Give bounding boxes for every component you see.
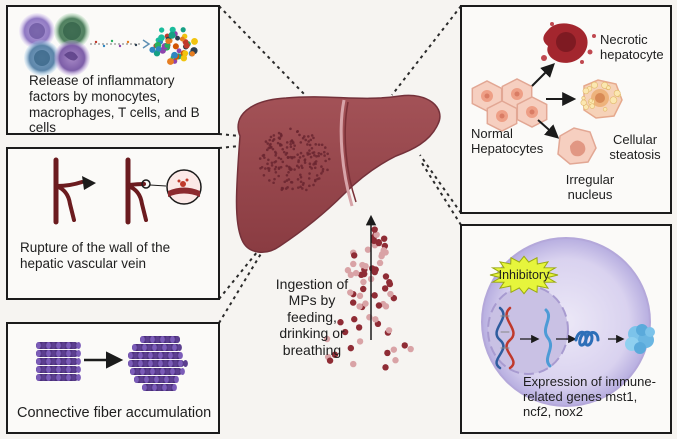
ingestion-label: Ingestion of MPs by feeding, drinking or…: [275, 276, 349, 358]
fiber-bundle-icon: [36, 342, 81, 381]
cytokines-icon: [149, 26, 198, 65]
panel-fiber: [6, 322, 220, 434]
dna-icon: [495, 306, 515, 370]
peptide-chain-icon: [574, 330, 600, 347]
fiber-label: Connective fiber accumulation: [17, 405, 212, 421]
connector-lines: [218, 5, 462, 324]
vein-intact-icon: [53, 157, 84, 225]
immune-cells-icon: [19, 13, 90, 76]
gene-expression-label: Expression of immune-related genes mst1,…: [523, 374, 656, 420]
irregular-arrow-icon: [537, 119, 560, 139]
zoom-line-icon: [149, 184, 167, 187]
rupture-label: Rupture of the wall of the hepatic vascu…: [20, 240, 171, 271]
normal-hepatocytes-label: Normal Hepatocytes: [471, 126, 544, 157]
protein-icon: [625, 324, 655, 354]
liver-icon: [235, 94, 441, 253]
necrotic-hepatocyte-label: Necrotic hepatocyte: [600, 32, 664, 63]
necrotic-hepatocyte-icon: [541, 22, 596, 64]
nucleus-icon: [487, 285, 569, 375]
normal-hepatocytes-icon: [471, 78, 548, 132]
steatosis-cell-icon: [580, 79, 623, 119]
vein-ruptured-icon: [125, 157, 148, 225]
microplastic-particles-icon: [323, 226, 414, 371]
fiber-accumulation-icon: [128, 336, 188, 391]
steatosis-label: Cellular steatosis: [609, 132, 661, 163]
arrow-head-icon: [82, 176, 96, 190]
inhibitory-badge: Inhibitory: [489, 255, 559, 295]
irregular-nucleus-label: Irregular nucleus: [565, 172, 615, 203]
irregular-nucleus-cell-icon: [557, 127, 597, 165]
inhibitory-badge-label: Inhibitory: [499, 268, 550, 282]
inflammation-label: Release of inflammatory factors by monoc…: [29, 73, 200, 136]
mrna-icon: [543, 308, 553, 368]
cytokine-stream-icon: [90, 39, 151, 49]
necrosis-arrow-icon: [531, 63, 555, 87]
rupture-spot-icon: [141, 179, 151, 189]
zoomed-rupture-icon: [166, 169, 202, 205]
